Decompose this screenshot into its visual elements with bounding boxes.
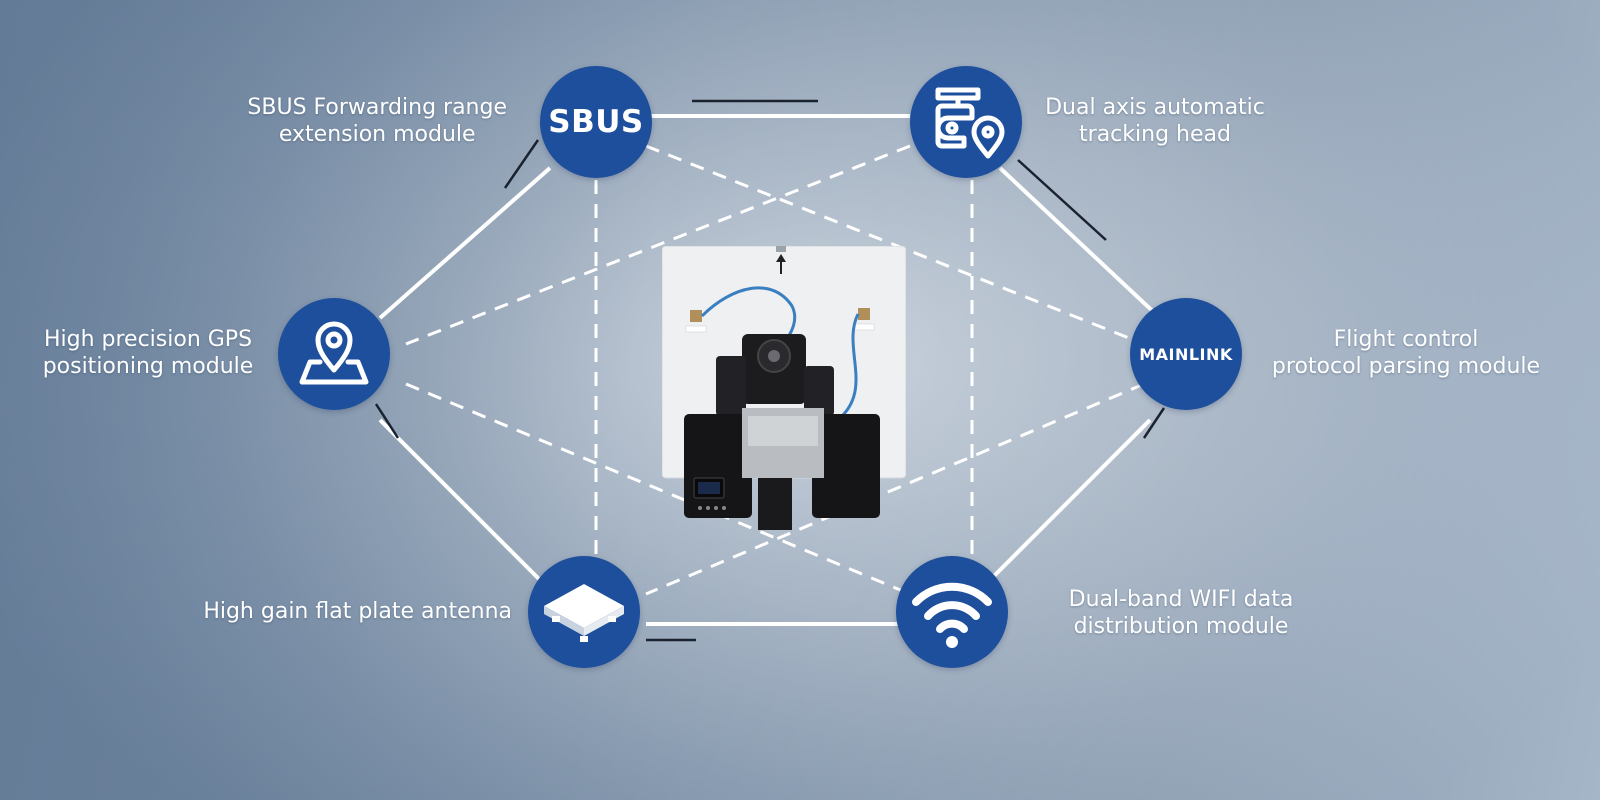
antenna-label: High gain flat plate antenna [203,598,512,625]
wifi-label: Dual-band WIFI data distribution module [1056,586,1306,640]
antenna-node [528,556,640,668]
tracking-head-label: Dual axis automatic tracking head [1040,94,1270,148]
wifi-icon [912,582,992,648]
flat-plate-antenna-icon [544,584,624,642]
edge-mainlink-wifi [988,418,1152,582]
sbus-label-line1: SBUS Forwarding range [247,95,507,120]
dash-sbus-mainlink [645,144,1145,346]
tracking-head-node [910,66,1022,178]
edge-antenna-gps [378,418,542,582]
accent-top-right [1017,159,1107,241]
edge-gps-sbus [378,166,552,320]
antenna-label-line1: High gain flat plate antenna [203,599,512,624]
sbus-node: SBUS [540,66,652,178]
accent-right [1142,407,1166,439]
accent-left [374,403,400,439]
dash-gps-wifi [405,382,911,596]
tracking-device-image [662,246,906,530]
mainlink-node-text: MAINLINK [1139,344,1233,364]
sbus-label: SBUS Forwarding range extension module [247,94,507,148]
accent-top-left [503,139,540,189]
edge-tracking-mainlink [998,166,1162,320]
tracking-head-label-line1: Dual axis automatic [1045,95,1265,120]
wifi-node [896,556,1008,668]
tracking-head-camera-icon [935,87,1005,159]
dash-tracking-gps [405,144,911,346]
gps-node [278,298,390,410]
mainlink-label-line2: protocol parsing module [1271,354,1541,379]
map-pin-icon [299,321,369,385]
wifi-label-line2: distribution module [1073,614,1289,639]
sbus-label-line2: extension module [278,122,476,147]
gps-label-line2: positioning module [42,354,254,379]
sbus-node-text: SBUS [548,104,644,140]
mainlink-node: MAINLINK [1130,298,1242,410]
dash-mainlink-antenna [645,382,1145,596]
wifi-label-line1: Dual-band WIFI data [1068,587,1294,612]
tracking-head-label-line2: tracking head [1079,122,1231,147]
gps-label: High precision GPS positioning module [30,326,266,380]
gps-label-line1: High precision GPS [43,327,253,352]
mainlink-label-line1: Flight control [1333,327,1479,352]
mainlink-label: Flight control protocol parsing module [1256,326,1556,380]
